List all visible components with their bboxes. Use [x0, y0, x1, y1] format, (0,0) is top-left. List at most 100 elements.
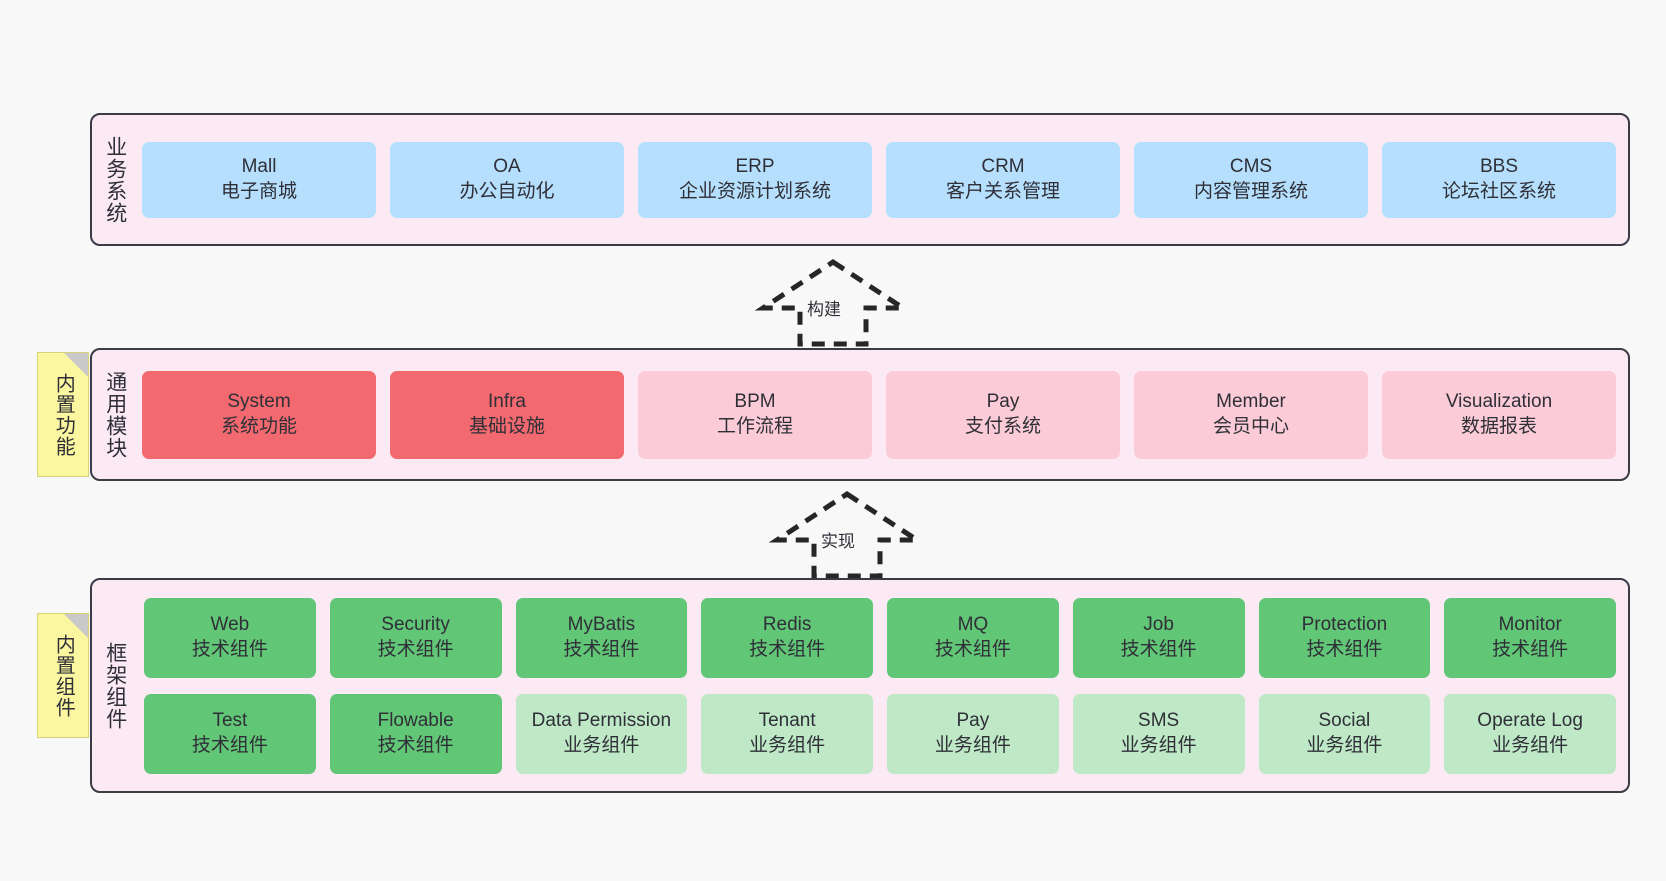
card-title-cn: 技术组件 [377, 638, 454, 660]
card-title-en: Data Permission [531, 710, 672, 732]
card-title-cn: 办公自动化 [459, 180, 555, 202]
card-title-en: CMS [1229, 156, 1273, 178]
card-title-cn: 技术组件 [563, 638, 640, 660]
card-title-en: Operate Log [1477, 710, 1583, 732]
card-title-cn: 基础设施 [468, 415, 545, 437]
card-title-cn: 工作流程 [716, 415, 793, 437]
card-title-cn: 企业资源计划系统 [678, 180, 831, 202]
card-title-en: Mall [241, 156, 277, 178]
card-title-cn: 业务组件 [934, 734, 1011, 756]
card-title-en: Redis [762, 614, 812, 636]
card-title-en: Job [1143, 614, 1174, 636]
card-title-en: MyBatis [567, 614, 636, 636]
card-title-cn: 业务组件 [563, 734, 640, 756]
card-title-en: BBS [1479, 156, 1519, 178]
card-title-en: OA [493, 156, 521, 178]
note-builtin-functions: 内置功能 [37, 352, 89, 477]
card-title-en: Pay [986, 391, 1020, 413]
card-title-cn: 论坛社区系统 [1441, 180, 1556, 202]
card-title-cn: 技术组件 [191, 638, 268, 660]
card-title-cn: 客户关系管理 [945, 180, 1060, 202]
card-title-cn: 技术组件 [377, 734, 454, 756]
card-title-en: Pay [956, 710, 990, 732]
card-title-en: Monitor [1498, 614, 1562, 636]
card-title-cn: 技术组件 [749, 638, 826, 660]
card-title-en: Infra [487, 391, 527, 413]
card-title-en: Tenant [758, 710, 816, 732]
card-title-en: ERP [735, 156, 775, 178]
card-title-cn: 会员中心 [1212, 415, 1289, 437]
card-title-cn: 技术组件 [1306, 638, 1383, 660]
note-builtin-functions-label: 内置功能 [52, 372, 75, 457]
card-title-en: BPM [734, 391, 776, 413]
card-title-cn: 数据报表 [1460, 415, 1537, 437]
layer-common-modules-title: 通用模块 [103, 370, 127, 459]
card-title-cn: 技术组件 [934, 638, 1011, 660]
card-title-en: Member [1216, 391, 1286, 413]
card-title-en: SMS [1138, 710, 1180, 732]
arrow-implement: 实现 [768, 490, 926, 579]
card-title-cn: 系统功能 [220, 415, 297, 437]
note-fold-icon [64, 353, 88, 377]
card-title-cn: 业务组件 [1306, 734, 1383, 756]
card-title-en: Test [212, 710, 248, 732]
note-builtin-components: 内置组件 [37, 613, 89, 738]
arrow-build: 构建 [754, 258, 912, 347]
arrow-build-label: 构建 [807, 300, 841, 319]
card-title-en: Flowable [377, 710, 454, 732]
card-title-cn: 业务组件 [1492, 734, 1569, 756]
card-title-cn: 业务组件 [749, 734, 826, 756]
card-title-en: MQ [957, 614, 989, 636]
card-title-en: Web [210, 614, 250, 636]
card-title-cn: 技术组件 [1492, 638, 1569, 660]
card-title-en: CRM [981, 156, 1025, 178]
note-builtin-components-label: 内置组件 [52, 633, 75, 718]
card-title-cn: 技术组件 [1120, 638, 1197, 660]
layer-framework-components-title: 框架组件 [103, 641, 127, 730]
card-title-cn: 业务组件 [1120, 734, 1197, 756]
card-title-en: System [227, 391, 291, 413]
card-title-cn: 支付系统 [964, 415, 1041, 437]
arrow-implement-label: 实现 [821, 532, 855, 551]
card-title-en: Social [1318, 710, 1371, 732]
card-title-cn: 电子商城 [220, 180, 297, 202]
card-title-en: Security [381, 614, 450, 636]
